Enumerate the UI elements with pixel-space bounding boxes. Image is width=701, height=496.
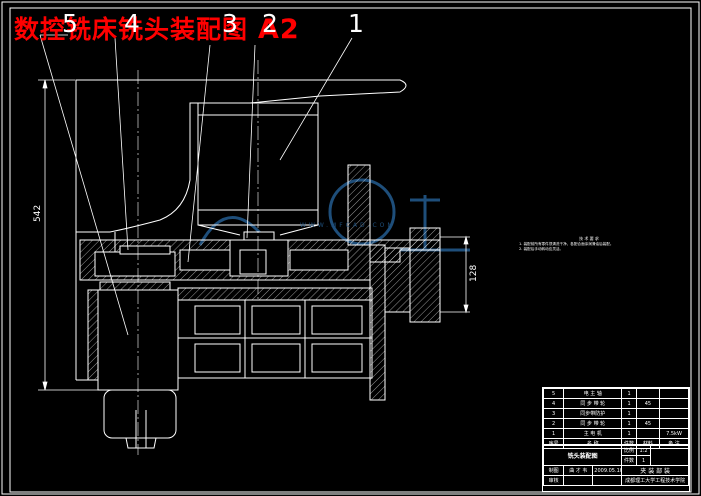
bom-qty: 1 xyxy=(621,418,637,429)
bom-name: 主 电 机 xyxy=(563,428,623,439)
table-row: 1 主 电 机 1 7.5kW xyxy=(542,428,690,439)
title-block-check-date xyxy=(592,475,623,486)
title-block-sheet-label: 件数 xyxy=(621,455,637,466)
bom-material: 45 xyxy=(635,418,660,429)
note-item: 1. 装配前所有零件须清洗干净，各配合面涂润滑油后装配。 xyxy=(519,242,614,246)
title-block-scale: 1:2 xyxy=(635,445,652,456)
balloon-1: 1 xyxy=(348,9,364,38)
bom-no: 2 xyxy=(542,418,565,429)
bom-no: 1 xyxy=(542,428,565,439)
balloon-2: 2 xyxy=(262,9,278,38)
bom-qty: 1 xyxy=(621,388,637,399)
table-row: 铣头装配图 比例 1:2 xyxy=(542,445,689,466)
leader-lines xyxy=(39,34,353,336)
bom-remark xyxy=(658,418,690,429)
table-row: 3 同步带防护 1 xyxy=(542,408,690,419)
pulley-assembly xyxy=(94,231,349,277)
drawing-title: 数控铣床铣头装配图 A2 xyxy=(14,10,300,46)
title-block: 铣头装配图 比例 1:2 件数 1 制图 曲 才 韦 2009.05.10 夹 … xyxy=(542,444,690,492)
lower-casing xyxy=(177,299,373,379)
bom-name: 同 步 带 轮 xyxy=(563,398,623,409)
title-block-check-label: 审核 xyxy=(542,475,565,486)
table-row: 审核 成都理工大学工程技术学院 xyxy=(542,475,689,486)
balloon-4: 4 xyxy=(124,9,140,38)
title-block-check-blank xyxy=(563,475,594,486)
bom-name: 电 主 轴 xyxy=(563,388,623,399)
bom-qty: 1 xyxy=(621,428,637,439)
title-block-scale-label: 比例 xyxy=(621,445,637,456)
bom-remark: 7.5kW xyxy=(658,428,690,439)
bom-material xyxy=(635,388,660,399)
bom-remark xyxy=(658,388,690,399)
title-block-drawn-label: 制图 xyxy=(542,465,565,476)
bom-material xyxy=(635,428,660,439)
title-block-sheet: 1 xyxy=(635,455,652,466)
dim-flange-height-label: 128 xyxy=(469,264,479,282)
bom-remark xyxy=(658,408,690,419)
dim-flange-height xyxy=(440,235,470,314)
bom-remark xyxy=(658,398,690,409)
bom-qty: 1 xyxy=(621,408,637,419)
drawing-title-text: 数控铣床铣头装配图 xyxy=(14,15,249,44)
bom-material xyxy=(635,408,660,419)
table-row: 5 电 主 轴 1 xyxy=(542,388,690,399)
balloon-5: 5 xyxy=(62,9,78,38)
inner-frame xyxy=(9,7,692,493)
notes-heading: 技 术 要 求 xyxy=(579,236,599,241)
bom-material: 45 xyxy=(635,398,660,409)
sheet-size: A2 xyxy=(258,14,300,45)
bom-no: 4 xyxy=(542,398,565,409)
bom-name: 同步带防护 xyxy=(563,408,623,419)
bom-no: 5 xyxy=(542,388,565,399)
balloon-3: 3 xyxy=(222,9,238,38)
title-block-drawing-name: 铣头装配图 xyxy=(542,445,623,466)
bom-no: 3 xyxy=(542,408,565,419)
title-block-drawn-by: 曲 才 韦 xyxy=(563,465,594,476)
note-item: 2. 装配后手动转动应灵活。 xyxy=(519,247,564,251)
watermark-text: WWW.MFCAD.COM xyxy=(300,222,396,229)
bom-name: 同 步 带 轮 xyxy=(563,418,623,429)
technical-notes: 技 术 要 求 1. 装配前所有零件须清洗干净，各配合面涂润滑油后装配。 2. … xyxy=(519,236,659,252)
title-block-school: 成都理工大学工程技术学院 xyxy=(621,475,689,486)
table-row: 制图 曲 才 韦 2009.05.10 夹 装 部 装 xyxy=(542,465,689,476)
table-row: 2 同 步 带 轮 1 45 xyxy=(542,418,690,429)
title-block-empty xyxy=(650,445,689,466)
bom-qty: 1 xyxy=(621,398,637,409)
table-row: 4 同 步 带 轮 1 45 xyxy=(542,398,690,409)
dim-overall-height-label: 542 xyxy=(33,204,43,222)
center-lines xyxy=(137,60,259,455)
bill-of-materials: 5 电 主 轴 1 4 同 步 带 轮 1 45 3 同步带防护 1 2 同 步… xyxy=(542,387,690,449)
dim-overall-height xyxy=(38,79,110,391)
title-block-drawn-date: 2009.05.10 xyxy=(592,465,623,476)
title-block-product: 夹 装 部 装 xyxy=(621,465,689,476)
